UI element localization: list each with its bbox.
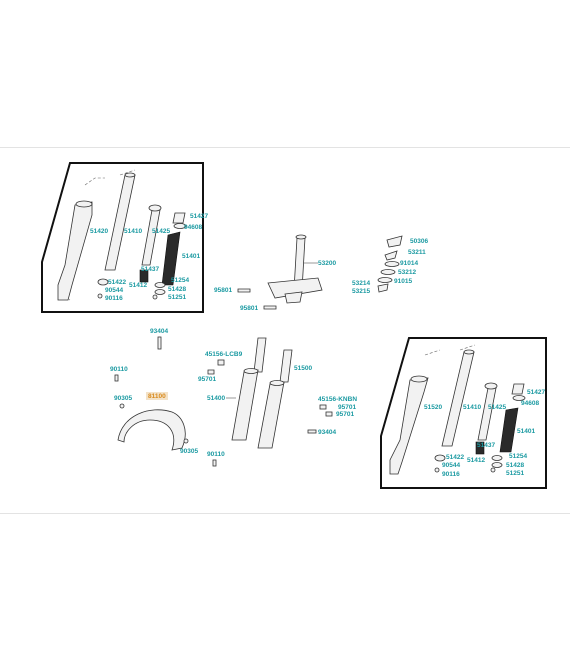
label-53211: 53211 [408, 249, 426, 256]
label-53200: 53200 [318, 260, 336, 267]
label-51412-left: 51412 [129, 282, 147, 289]
steering-stem-group: 53200 50306 53211 91014 53212 53214 9101… [214, 234, 428, 312]
label-51254-left: 51254 [171, 277, 189, 284]
label-51400: 51400 [207, 395, 225, 402]
label-45156-LCB9: 45156-LCB9 [205, 351, 243, 358]
left-detail-frame [41, 162, 204, 313]
label-51428-right: 51428 [506, 462, 524, 469]
front-fender-group: 90110 90305 81100 90305 90110 [110, 366, 225, 467]
label-90544-left: 90544 [105, 287, 123, 294]
fork-outer-tube-left [57, 201, 93, 301]
damper-rod-left [141, 209, 161, 266]
label-51427-left: 51427 [190, 213, 208, 220]
label-51428-left: 51428 [168, 286, 186, 293]
label-90305-bottom: 90305 [180, 448, 198, 455]
label-90544-right: 90544 [442, 462, 460, 469]
label-51437-right: 51437 [477, 442, 495, 449]
label-51254-right: 51254 [509, 453, 527, 460]
label-51425-left: 51425 [152, 228, 170, 235]
label-51410-left: 51410 [124, 228, 142, 235]
label-51500: 51500 [294, 365, 312, 372]
damper-rod-right [477, 387, 497, 441]
label-91014: 91014 [400, 260, 418, 267]
label-95701-a: 95701 [198, 376, 216, 383]
label-45156-KNBN: 45156-KNBN [318, 396, 357, 403]
label-51251-right: 51251 [506, 470, 524, 477]
fork-tube-upper-right [279, 349, 293, 383]
diagram-sheet [0, 147, 570, 514]
label-51425-right: 51425 [488, 404, 506, 411]
label-51410-right: 51410 [463, 404, 481, 411]
label-51401-left: 51401 [182, 253, 200, 260]
label-51427-right: 51427 [527, 389, 545, 396]
label-51422-left: 51422 [108, 279, 126, 286]
label-51412-right: 51412 [467, 457, 485, 464]
label-90305-top: 90305 [114, 395, 132, 402]
label-51520-right: 51520 [424, 404, 442, 411]
label-90110-top: 90110 [110, 366, 128, 373]
label-51420-left: 51420 [90, 228, 108, 235]
fork-inner-tube-left [104, 174, 136, 271]
seal-left [139, 269, 149, 283]
label-50306: 50306 [410, 238, 428, 245]
label-94608-right: 94608 [521, 400, 539, 407]
right-detail-frame [380, 337, 547, 489]
label-90116-left: 90116 [105, 295, 123, 302]
label-51251-left: 51251 [168, 294, 186, 301]
label-94608-left: 94608 [184, 224, 202, 231]
right-fork-detail-group: 51520 51410 51425 51427 94608 51401 5142… [380, 337, 547, 489]
seal-right [475, 441, 485, 455]
label-90110-bottom: 90110 [207, 451, 225, 458]
label-95701-c: 95701 [336, 411, 354, 418]
label-81100: 81100 [148, 393, 166, 400]
left-fork-detail-group: 51420 51410 51425 51427 94608 51401 5142… [41, 162, 208, 313]
fork-tube-upper-left [253, 337, 267, 373]
fork-assembly-group: 93404 45156-LCB9 95701 51500 51400 45156… [150, 328, 357, 449]
fork-spring-right [499, 407, 519, 453]
fork-leg-right [257, 381, 285, 449]
label-51401-right: 51401 [517, 428, 535, 435]
label-93404-bottom: 93404 [318, 429, 336, 436]
fork-leg-left [231, 369, 259, 441]
label-53215: 53215 [352, 288, 370, 295]
label-91015: 91015 [394, 278, 412, 285]
label-53214: 53214 [352, 280, 370, 287]
label-93404-top: 93404 [150, 328, 168, 335]
front-fender [117, 409, 186, 451]
label-51422-right: 51422 [446, 454, 464, 461]
fork-inner-tube-right [441, 351, 475, 447]
label-95801-b: 95801 [240, 305, 258, 312]
fork-outer-tube-right [389, 377, 429, 475]
label-95701-b: 95701 [338, 404, 356, 411]
triple-clamp [267, 277, 323, 299]
label-95801-a: 95801 [214, 287, 232, 294]
label-53212: 53212 [398, 269, 416, 276]
label-51437-left: 51437 [141, 266, 159, 273]
label-90116-right: 90116 [442, 471, 460, 478]
fork-spring-left [161, 231, 181, 286]
